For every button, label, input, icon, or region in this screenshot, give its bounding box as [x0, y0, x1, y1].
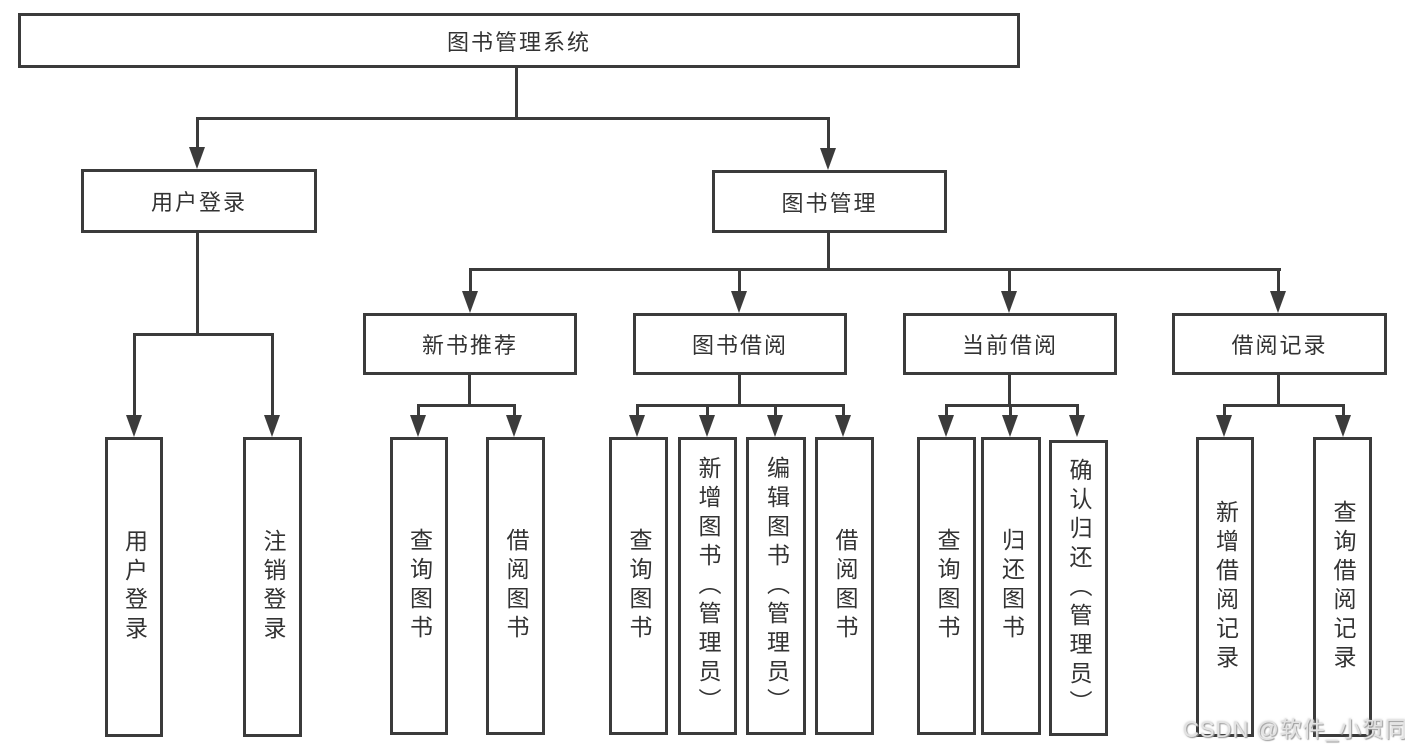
arrow-down-icon — [1069, 415, 1085, 437]
arrow-down-icon — [264, 415, 280, 437]
connector-drop-leaf — [1076, 404, 1079, 416]
leaf-logout: 注销登录 — [243, 437, 302, 737]
connector-book-borrow-stem — [738, 375, 741, 407]
leaf-label: 注销登录 — [260, 529, 286, 645]
node-label: 用户登录 — [150, 190, 247, 215]
arrow-down-icon — [506, 415, 522, 437]
node-book-management: 图书管理 — [712, 170, 947, 233]
connector-drop-leaf — [1342, 404, 1345, 416]
connector-drop-leaf — [842, 404, 845, 416]
leaf-label: 查询图书 — [406, 528, 433, 644]
connector-user-login-stem — [196, 233, 199, 335]
leaf-label: 新增借阅记录 — [1212, 500, 1239, 674]
arrow-down-icon — [767, 415, 783, 437]
leaf-add-borrow-record: 新增借阅记录 — [1196, 437, 1254, 737]
connector-borrow-records-rail — [1223, 404, 1345, 407]
connector-book-borrow-rail — [636, 404, 845, 407]
leaf-label: 查询借阅记录 — [1330, 500, 1356, 674]
arrow-down-icon — [189, 147, 205, 169]
node-borrowing-records: 借阅记录 — [1172, 313, 1387, 375]
connector-current-borrow-stem — [1008, 375, 1011, 407]
node-label: 新书推荐 — [421, 333, 518, 358]
leaf-borrow-books-recommend: 借阅图书 — [486, 437, 545, 735]
leaf-confirm-return-admin: 确认归还（管理员） — [1049, 440, 1108, 736]
connector-borrow-records-stem — [1277, 375, 1280, 407]
leaf-label: 借阅图书 — [503, 528, 529, 644]
leaf-label: 确认归还（管理员） — [1066, 457, 1092, 719]
connector-drop-leaf — [417, 404, 420, 416]
connector-drop-book-mgmt — [827, 117, 830, 149]
connector-drop-leaf — [271, 333, 274, 416]
leaf-query-books-current: 查询图书 — [917, 437, 976, 735]
leaf-user-login: 用户登录 — [105, 437, 163, 737]
leaf-add-books-admin: 新增图书（管理员） — [678, 437, 737, 735]
arrow-down-icon — [1335, 415, 1351, 437]
csdn-watermark: CSDN @软件_小贺同学 — [1183, 717, 1405, 742]
connector-drop-leaf — [513, 404, 516, 416]
connector-book-mgmt-rail — [469, 268, 1281, 271]
arrow-down-icon — [1001, 291, 1017, 313]
connector-drop-current-borrow — [1008, 268, 1011, 292]
node-library-management-system: 图书管理系统 — [18, 13, 1020, 68]
arrow-down-icon — [699, 415, 715, 437]
node-user-login: 用户登录 — [81, 169, 317, 233]
arrow-down-icon — [820, 148, 836, 170]
leaf-return-books: 归还图书 — [981, 437, 1041, 735]
connector-current-borrow-rail — [945, 404, 1079, 407]
leaf-label: 编辑图书（管理员） — [763, 455, 790, 717]
connector-user-login-rail — [133, 333, 274, 336]
arrow-down-icon — [1216, 415, 1232, 437]
arrow-down-icon — [410, 415, 426, 437]
arrow-down-icon — [462, 291, 478, 313]
node-label: 借阅记录 — [1231, 333, 1328, 358]
arrow-down-icon — [938, 415, 954, 437]
node-label: 图书管理系统 — [446, 29, 591, 55]
leaf-label: 归还图书 — [998, 528, 1025, 644]
connector-drop-leaf — [1009, 404, 1012, 416]
connector-drop-borrow-records — [1277, 268, 1280, 292]
leaf-query-books-borrowing: 查询图书 — [609, 437, 668, 735]
leaf-label: 借阅图书 — [832, 528, 858, 644]
connector-drop-user-login — [196, 117, 199, 148]
arrow-down-icon — [126, 415, 142, 437]
node-book-borrowing: 图书借阅 — [633, 313, 847, 375]
leaf-label: 用户登录 — [121, 529, 148, 645]
node-label: 图书借阅 — [691, 333, 788, 358]
arrow-down-icon — [1002, 415, 1018, 437]
connector-drop-leaf — [133, 333, 136, 416]
arrow-down-icon — [629, 415, 645, 437]
connector-book-mgmt-stem — [827, 233, 830, 271]
leaf-edit-books-admin: 编辑图书（管理员） — [746, 437, 806, 735]
connector-drop-leaf — [636, 404, 639, 416]
connector-drop-leaf — [945, 404, 948, 416]
connector-drop-leaf — [774, 404, 777, 416]
leaf-label: 查询图书 — [934, 528, 960, 644]
node-label: 图书管理 — [781, 190, 878, 216]
connector-root-stem — [515, 68, 518, 119]
arrow-down-icon — [731, 291, 747, 313]
node-new-book-recommend: 新书推荐 — [363, 313, 577, 375]
leaf-label: 新增图书（管理员） — [695, 455, 721, 717]
connector-drop-book-borrow — [738, 268, 741, 292]
connector-drop-leaf — [706, 404, 709, 416]
arrow-down-icon — [1270, 291, 1286, 313]
leaf-query-borrow-record: 查询借阅记录 — [1313, 437, 1372, 737]
leaf-label: 查询图书 — [626, 528, 652, 644]
node-label: 当前借阅 — [961, 333, 1058, 358]
leaf-query-books-recommend: 查询图书 — [390, 437, 448, 735]
node-current-borrowing: 当前借阅 — [903, 313, 1117, 375]
connector-new-book-rail — [417, 404, 516, 407]
connector-root-rail — [196, 117, 830, 120]
connector-new-book-stem — [468, 375, 471, 407]
connector-drop-new-book — [469, 268, 472, 292]
leaf-borrow-books: 借阅图书 — [815, 437, 874, 735]
connector-drop-leaf — [1223, 404, 1226, 416]
arrow-down-icon — [835, 415, 851, 437]
